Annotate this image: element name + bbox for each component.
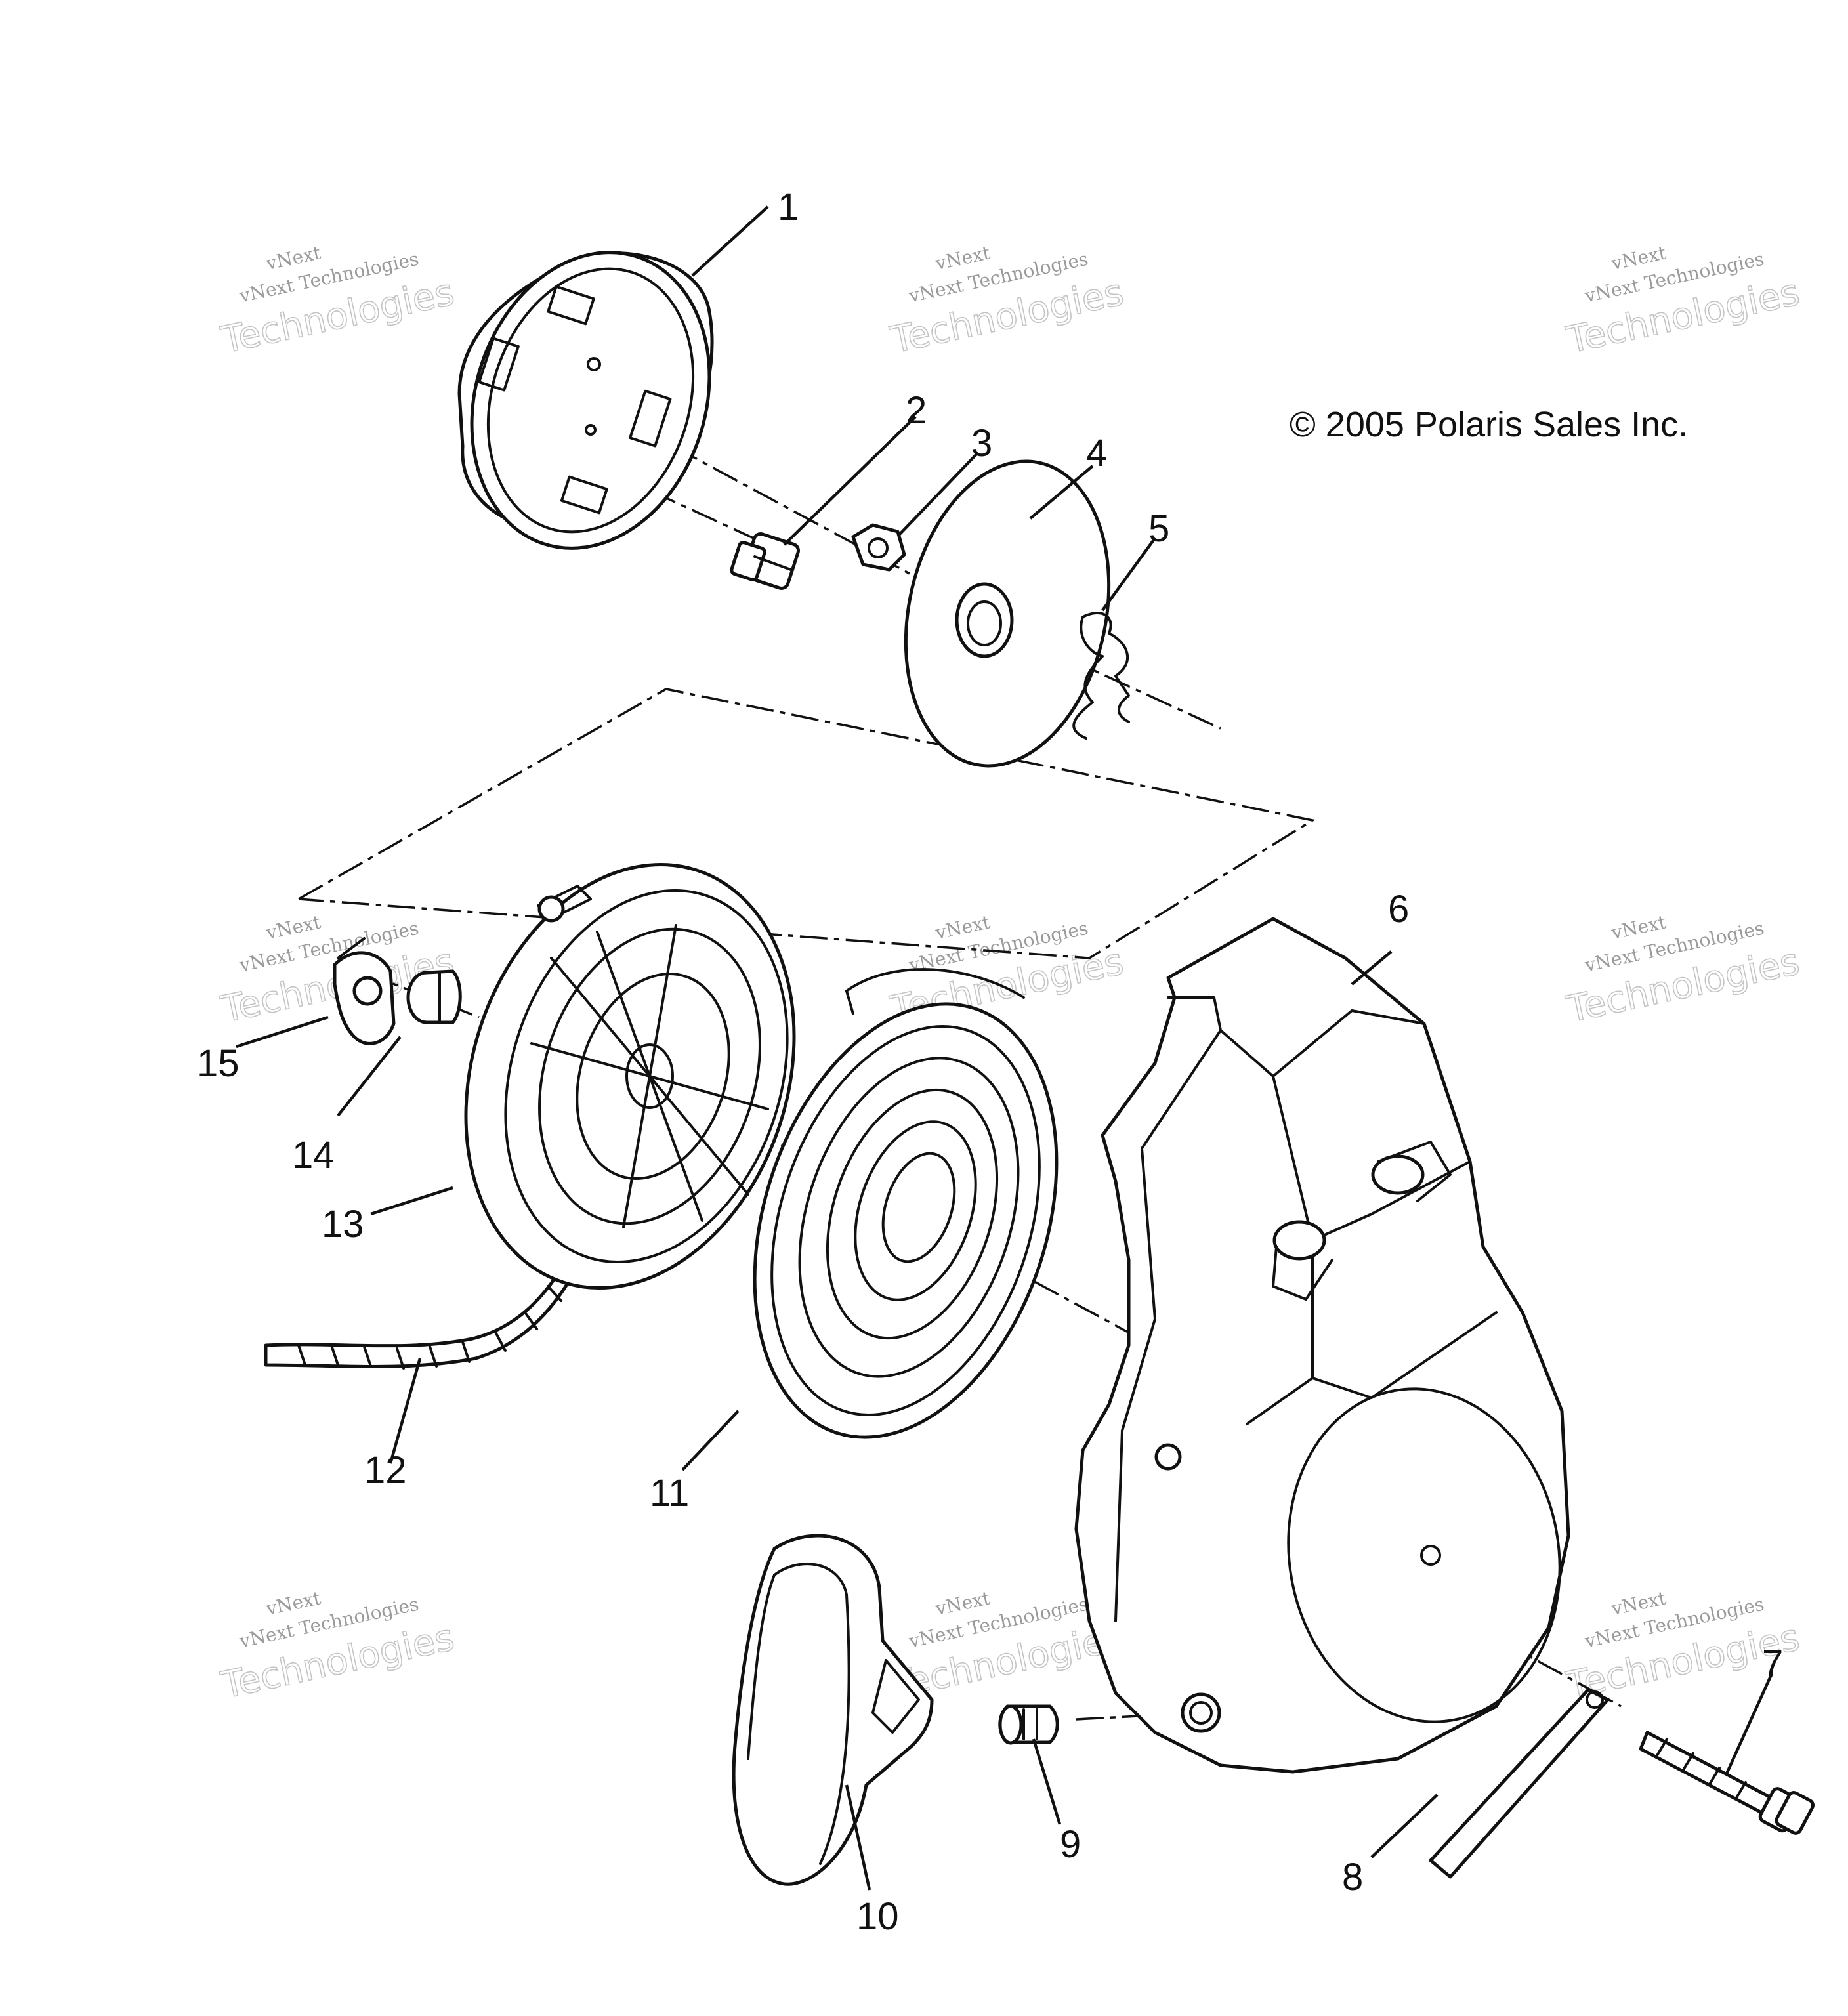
callout-14: 14 — [292, 1134, 335, 1177]
part-3-nut — [851, 523, 906, 572]
part-12-starter-rope — [264, 1251, 579, 1370]
callout-10: 10 — [856, 1895, 899, 1938]
callout-3: 3 — [971, 422, 992, 465]
callout-8: 8 — [1342, 1856, 1363, 1899]
part-5-spring-clip — [1072, 612, 1130, 740]
part-13-recoil-reel — [464, 863, 796, 1290]
watermark-top-left: vNext vNext Technologies Technologies — [217, 242, 458, 362]
watermark-top-center: vNext vNext Technologies Technologies — [886, 242, 1127, 362]
callout-7: 7 — [1762, 1643, 1783, 1685]
callout-12: 12 — [364, 1449, 407, 1492]
callout-9: 9 — [1060, 1823, 1081, 1866]
watermark-bottom-left: vNext vNext Technologies Technologies — [217, 1587, 458, 1708]
callout-13: 13 — [322, 1203, 364, 1246]
part-2-bolt — [730, 532, 801, 591]
assembly-boundary-line — [298, 688, 1316, 959]
callout-1: 1 — [778, 186, 799, 228]
callout-4: 4 — [1086, 432, 1107, 474]
watermark-middle-right: vNext vNext Technologies Technologies — [1562, 911, 1803, 1032]
leader-lines — [236, 205, 1774, 1891]
bolt-axis-line — [524, 432, 768, 546]
copyright-text: © 2005 Polaris Sales Inc. — [1290, 405, 1688, 444]
callout-5: 5 — [1148, 507, 1169, 550]
watermark-top-right: vNext vNext Technologies Technologies — [1562, 242, 1803, 362]
part-4-drive-plate — [904, 459, 1111, 768]
part-8-decal — [1429, 1688, 1610, 1879]
part-9-bushing — [998, 1704, 1059, 1745]
callout-15: 15 — [197, 1042, 240, 1085]
callout-11: 11 — [650, 1472, 689, 1515]
part-15-ratchet-pawl — [333, 937, 396, 1045]
part-11-recoil-spring — [753, 968, 1059, 1439]
callout-6: 6 — [1388, 888, 1409, 931]
part-14-ratchet-spring — [406, 969, 462, 1024]
part-7-housing-bolt — [1639, 1731, 1815, 1835]
part-6-recoil-housing — [1074, 917, 1570, 1774]
part-1-starter-cup — [457, 251, 714, 550]
callout-2: 2 — [906, 389, 927, 432]
spring-clip-axis-line — [1062, 655, 1221, 730]
part-10-starter-handle — [732, 1534, 934, 1886]
